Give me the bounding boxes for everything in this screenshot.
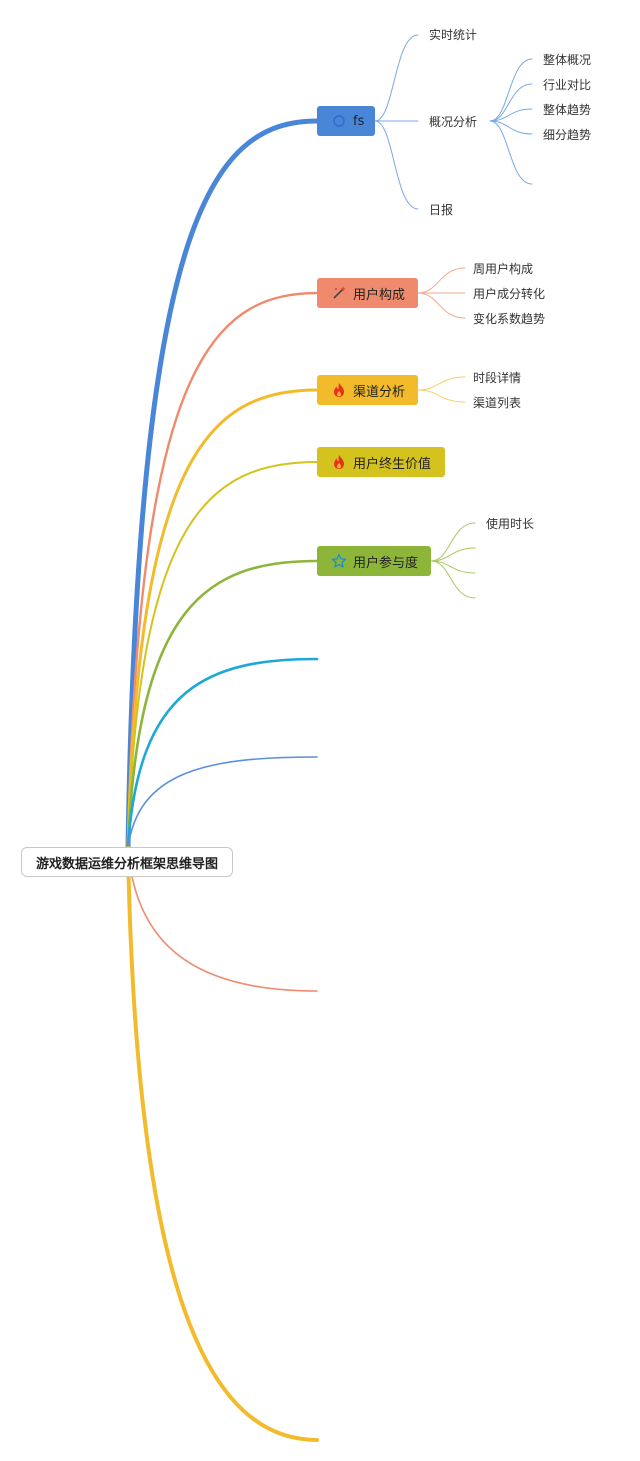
branch-user-composition[interactable]: 用户构成 — [317, 278, 418, 308]
main-edges — [125, 118, 320, 1442]
leaf-variation-coefficient-trend[interactable]: 变化系数趋势 — [473, 312, 546, 326]
main-edge — [126, 291, 319, 850]
sub-edge — [489, 83, 533, 122]
leaf-industry-comparison[interactable]: 行业对比 — [543, 78, 592, 92]
leaf-channel-list[interactable]: 渠道列表 — [473, 396, 522, 410]
branch-label: fs — [353, 113, 365, 129]
leaf-overall-overview[interactable]: 整体概况 — [543, 53, 592, 67]
star-outline-icon — [331, 553, 347, 569]
main-edge — [126, 846, 319, 1442]
main-edge — [127, 756, 318, 849]
main-edge — [125, 118, 320, 851]
sub-edge — [374, 120, 419, 210]
sub-edge — [489, 120, 533, 185]
leaf-edges — [489, 58, 533, 185]
branch-label: 用户终生价值 — [353, 456, 432, 472]
main-edge — [126, 559, 319, 850]
sub-edge — [489, 120, 533, 135]
branch-label: 用户参与度 — [353, 555, 419, 571]
sub-edge — [417, 389, 466, 403]
branch-user-lifetime-value[interactable]: 用户终生价值 — [317, 447, 445, 477]
sub-edge — [489, 108, 533, 122]
fire-icon — [331, 454, 347, 470]
sub-edge — [430, 522, 476, 562]
fire-icon — [331, 382, 347, 398]
sub-edge — [417, 267, 466, 294]
root-node[interactable]: 游戏数据运维分析框架思维导图 — [21, 847, 233, 877]
leaf-realtime-stats[interactable]: 实时统计 — [429, 28, 478, 42]
leaf-user-component-conversion[interactable]: 用户成分转化 — [473, 287, 546, 301]
branch-label: 用户构成 — [353, 287, 406, 303]
leaf-segment-trend[interactable]: 细分趋势 — [543, 128, 592, 142]
leaf-usage-duration[interactable]: 使用时长 — [486, 517, 535, 531]
main-edge — [126, 657, 319, 850]
branch-fs[interactable]: fs — [317, 106, 375, 136]
circle-outline-icon — [331, 113, 347, 129]
sub-edge — [417, 376, 466, 391]
leaf-daily-report[interactable]: 日报 — [429, 203, 454, 217]
main-edge — [126, 388, 319, 850]
sub-edge — [489, 58, 533, 122]
leaf-overall-trend[interactable]: 整体趋势 — [543, 103, 592, 117]
branch-label: 渠道分析 — [353, 384, 406, 400]
main-edge — [127, 461, 318, 849]
sub-edge — [417, 292, 466, 319]
sub-edge — [430, 547, 476, 562]
leaf-weekly-user-composition[interactable]: 周用户构成 — [473, 262, 534, 276]
sub-edge — [374, 34, 419, 122]
main-edge — [127, 847, 318, 992]
sub-edge — [430, 560, 476, 599]
sub-edges — [374, 34, 476, 599]
magic-wand-icon — [331, 285, 347, 301]
branch-channel-analysis[interactable]: 渠道分析 — [317, 375, 418, 405]
branch-user-engagement[interactable]: 用户参与度 — [317, 546, 431, 576]
leaf-overview-analysis[interactable]: 概况分析 — [429, 115, 478, 129]
leaf-time-period-details[interactable]: 时段详情 — [473, 371, 522, 385]
